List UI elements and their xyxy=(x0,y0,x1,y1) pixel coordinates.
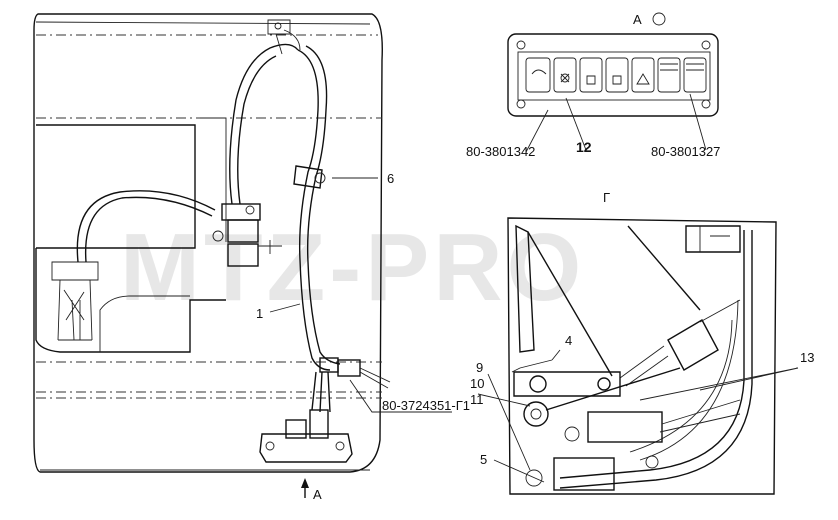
harness-part-number: 80-3724351-Г1 xyxy=(382,398,470,413)
switch-left-part-number: 80-3801342 xyxy=(466,144,535,159)
wiper-switch xyxy=(525,57,551,93)
callout-13: 13 xyxy=(800,350,814,365)
wiper-icon xyxy=(531,69,547,75)
callout-11: 11 xyxy=(470,392,484,407)
lamp-icon-2 xyxy=(612,75,622,85)
left-main-view xyxy=(33,13,452,498)
callout-4: 4 xyxy=(565,333,572,348)
hazard-icon xyxy=(636,73,650,85)
watermark: MTZ-PRO xyxy=(120,214,585,321)
view-g-title: Г xyxy=(603,190,610,205)
callout-12: 12 xyxy=(576,139,592,155)
callout-6: 6 xyxy=(387,171,394,186)
callout-1: 1 xyxy=(256,306,263,321)
view-a-title: А xyxy=(633,12,642,27)
view-arrow-a-label: А xyxy=(313,487,322,502)
lamp-switch-1 xyxy=(579,57,603,93)
blank-switch-1 xyxy=(657,57,681,93)
hazard-switch xyxy=(631,57,655,93)
switch-panel xyxy=(507,33,719,153)
fan-switch xyxy=(553,57,577,93)
callout-10: 10 xyxy=(470,376,484,391)
switch-right-part-number: 80-3801327 xyxy=(651,144,720,159)
callout-5: 5 xyxy=(480,452,487,467)
callout-9: 9 xyxy=(476,360,483,375)
view-g-detail xyxy=(477,217,799,495)
lamp-switch-2 xyxy=(605,57,629,93)
fan-icon xyxy=(560,73,570,83)
lamp-icon-1 xyxy=(586,75,596,85)
view-a-marker-icon xyxy=(652,12,666,26)
blank-switch-2 xyxy=(683,57,707,93)
